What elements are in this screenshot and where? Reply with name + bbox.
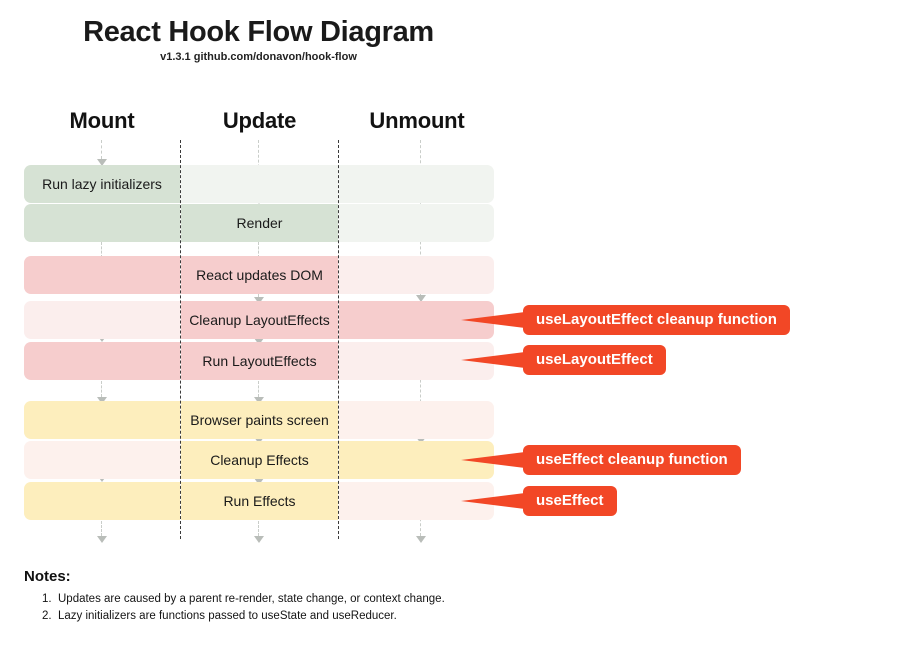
- row-segment-update: [181, 401, 338, 439]
- row-segment-update: [181, 342, 338, 380]
- row-label: Cleanup Effects: [210, 452, 309, 468]
- row-segment-mount: [24, 482, 180, 520]
- column-divider-update-unmount: [338, 140, 339, 539]
- row-segment-update: [181, 482, 338, 520]
- flow-arrow-mount-7: [95, 521, 109, 543]
- row-segment-unmount: [339, 342, 494, 380]
- page-title: React Hook Flow Diagram: [83, 16, 434, 48]
- flow-row: Run LayoutEffects: [24, 342, 494, 380]
- flow-row: Browser paints screen: [24, 401, 494, 439]
- row-segment-mount: [24, 256, 180, 294]
- flow-row: Cleanup LayoutEffects: [24, 301, 494, 339]
- callout-label: useEffect cleanup function: [523, 445, 741, 475]
- row-label: Browser paints screen: [190, 412, 329, 428]
- row-label: Run Effects: [223, 493, 296, 509]
- note-item: 2. Lazy initializers are functions passed…: [42, 608, 624, 625]
- flow-row: Run lazy initializers: [24, 165, 494, 203]
- row-segment-unmount: [339, 401, 494, 439]
- callout-arrow-icon: [461, 493, 525, 509]
- row-segment-mount: [24, 165, 180, 203]
- notes-heading: Notes:: [24, 568, 71, 585]
- callout-label: useLayoutEffect: [523, 345, 666, 375]
- column-header-update: Update: [222, 108, 297, 133]
- column-header-mount: Mount: [69, 108, 135, 133]
- note-text: Lazy initializers are functions passed t…: [58, 610, 397, 622]
- row-segment-mount: [24, 441, 180, 479]
- flow-row: Render: [24, 204, 494, 242]
- row-segment-unmount: [339, 204, 494, 242]
- notes-section: Notes: 1. Updates are caused by a parent …: [24, 568, 624, 625]
- row-label: Render: [236, 215, 283, 231]
- callout-arrow-icon: [461, 312, 525, 328]
- row-label: Run LayoutEffects: [202, 353, 317, 369]
- row-segment-update: [181, 441, 338, 479]
- flow-row: Cleanup Effects: [24, 441, 494, 479]
- callout-label: useLayoutEffect cleanup function: [523, 305, 790, 335]
- flow-arrow-unmount-2: [414, 345, 428, 444]
- row-label: Run lazy initializers: [42, 176, 162, 192]
- row-segment-update: [181, 256, 338, 294]
- note-text: Updates are caused by a parent re-render…: [58, 593, 445, 605]
- row-segment-unmount: [339, 165, 494, 203]
- row-label: Cleanup LayoutEffects: [189, 312, 330, 328]
- flow-arrow-update-8: [252, 521, 266, 543]
- row-segment-update: [181, 204, 338, 242]
- flow-row: React updates DOM: [24, 256, 494, 294]
- row-segment-mount: [24, 342, 180, 380]
- page-subtitle: v1.3.1 github.com/donavon/hook-flow: [160, 51, 357, 63]
- note-item: 1. Updates are caused by a parent re-rend…: [42, 591, 624, 608]
- column-divider-mount-update: [180, 140, 181, 539]
- row-segment-mount: [24, 204, 180, 242]
- callout-arrow-icon: [461, 352, 525, 368]
- note-number: 2.: [42, 610, 52, 622]
- column-header-unmount: Unmount: [369, 108, 465, 133]
- callout-label: useEffect: [523, 486, 617, 516]
- row-segment-update: [181, 165, 338, 203]
- flow-arrow-mount-1: [95, 140, 109, 166]
- row-segment-unmount: [339, 256, 494, 294]
- flow-arrow-update-5: [252, 381, 266, 404]
- note-number: 1.: [42, 593, 52, 605]
- row-segment-mount: [24, 301, 180, 339]
- row-segment-update: [181, 301, 338, 339]
- row-label: React updates DOM: [196, 267, 323, 283]
- callout-arrow-icon: [461, 452, 525, 468]
- flow-row: Run Effects: [24, 482, 494, 520]
- row-segment-mount: [24, 401, 180, 439]
- flow-arrow-mount-5: [95, 381, 109, 404]
- flow-diagram: Run lazy initializers Render React updat…: [24, 140, 790, 543]
